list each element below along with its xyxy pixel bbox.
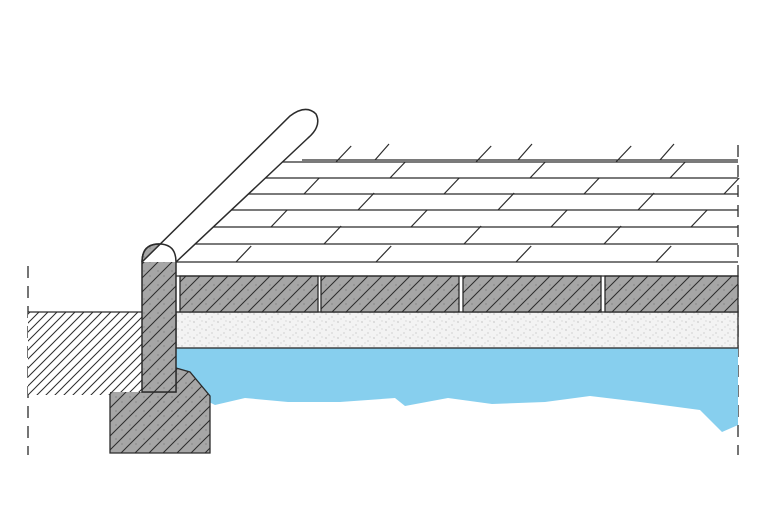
brick-joint	[410, 209, 428, 228]
concrete-base-block	[179, 275, 319, 313]
brick-joint	[389, 161, 406, 179]
brick-joint	[270, 209, 288, 228]
brick-joint	[529, 161, 546, 179]
concrete-base-block	[320, 275, 460, 313]
brick-joint	[374, 143, 390, 161]
brick-joint	[659, 143, 675, 161]
brick-joint	[517, 143, 533, 161]
brick-joint	[497, 192, 515, 211]
brick-joint	[637, 192, 655, 211]
brick-joint	[323, 225, 342, 245]
paving-bricks	[176, 143, 740, 277]
concrete-base-block	[462, 275, 602, 313]
concrete-base-block	[604, 275, 739, 313]
brick-joint	[723, 177, 740, 195]
soil-left	[28, 312, 142, 395]
brick-joint	[375, 245, 392, 263]
sand-bed-layer	[175, 311, 739, 349]
brick-joint	[303, 177, 320, 195]
brick-joint	[615, 145, 632, 163]
brick-joint	[357, 192, 375, 211]
concrete-base-blocks	[179, 275, 739, 313]
subgrade-layer	[175, 348, 738, 432]
brick-joint	[335, 145, 352, 163]
curb-stone	[141, 243, 177, 393]
brick-joint	[655, 245, 672, 263]
brick-joint	[603, 225, 622, 245]
brick-joint	[515, 245, 532, 263]
brick-joint	[669, 161, 686, 179]
brick-joint	[583, 177, 600, 195]
curb-roll-edge	[141, 243, 177, 263]
brick-joint	[475, 145, 492, 163]
brick-joint	[690, 209, 708, 228]
brick-joint	[443, 177, 460, 195]
brick-joint	[550, 209, 568, 228]
brick-joint	[235, 245, 252, 263]
curb-roll	[141, 108, 319, 263]
brick-joint	[463, 225, 482, 245]
